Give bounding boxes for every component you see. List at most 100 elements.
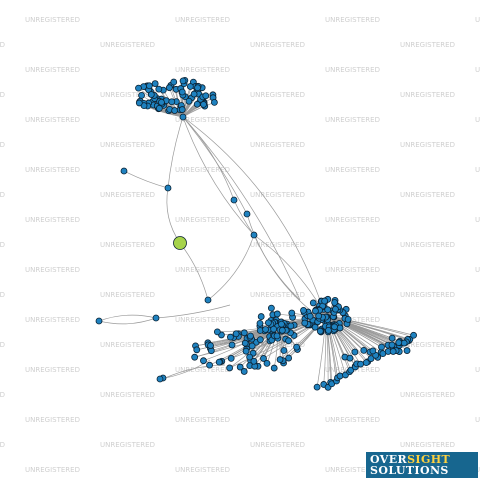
graph-edge	[98, 317, 157, 325]
watermark-text: UNREGISTERED	[100, 441, 155, 449]
graph-node	[336, 324, 344, 332]
graph-node	[194, 84, 201, 92]
graph-node	[207, 342, 214, 349]
graph-node	[206, 361, 213, 369]
graph-node	[262, 326, 269, 333]
watermark-text: UNREGISTERED	[25, 166, 80, 174]
graph-node	[211, 99, 218, 106]
graph-node	[179, 113, 187, 121]
watermark-text: UNREGISTERED	[175, 466, 230, 474]
watermark-text: UNREGISTERED	[250, 91, 305, 99]
graph-edge	[182, 116, 301, 301]
graph-node	[278, 320, 285, 328]
graph-node	[301, 319, 309, 327]
graph-node	[311, 323, 319, 331]
graph-node	[278, 326, 286, 334]
graph-node	[395, 339, 403, 346]
graph-node	[273, 332, 281, 340]
watermark-text: UNREGISTERED	[25, 366, 80, 374]
graph-node	[367, 355, 375, 362]
watermark-text: UNREGISTERED	[400, 91, 455, 99]
watermark-text: UNREGISTERED	[250, 141, 305, 149]
graph-node	[250, 357, 258, 365]
graph-node	[388, 334, 396, 342]
graph-node	[362, 359, 370, 367]
graph-node	[287, 322, 295, 330]
watermark-text: UNREGISTERED	[100, 191, 155, 199]
watermark-text: UNREGISTERED	[325, 316, 380, 324]
graph-node	[285, 354, 293, 362]
watermark-text: UNREGISTERED	[175, 316, 230, 324]
graph-node	[171, 107, 179, 114]
graph-node	[389, 348, 397, 355]
watermark-text: UNREGISTERED	[175, 416, 230, 424]
watermark-text: UNREGISTERED	[400, 291, 455, 299]
graph-node	[200, 357, 207, 365]
graph-node	[185, 97, 193, 105]
watermark-text: UNREGISTERED	[475, 366, 480, 374]
graph-node	[331, 299, 339, 306]
graph-node	[200, 101, 207, 108]
watermark-text: UNREGISTERED	[400, 141, 455, 149]
graph-node	[309, 299, 317, 307]
watermark-text: UNREGISTERED	[250, 391, 305, 399]
watermark-text: UNREGISTERED	[400, 41, 455, 49]
graph-node	[243, 210, 251, 218]
graph-node	[267, 304, 275, 312]
watermark-text: UNREGISTERED	[0, 341, 5, 349]
graph-node	[306, 312, 314, 320]
watermark-text: UNREGISTERED	[475, 416, 480, 424]
graph-edge	[233, 199, 255, 236]
watermark-text: UNREGISTERED	[250, 441, 305, 449]
graph-node	[135, 84, 142, 92]
watermark-text: UNREGISTERED	[475, 66, 480, 74]
graph-edge	[98, 314, 157, 322]
watermark-text: UNREGISTERED	[25, 466, 80, 474]
graph-node	[248, 342, 256, 350]
graph-node	[312, 307, 319, 315]
watermark-text: UNREGISTERED	[175, 116, 230, 124]
watermark-text: UNREGISTERED	[400, 391, 455, 399]
graph-node	[227, 333, 234, 341]
watermark-text: UNREGISTERED	[0, 241, 5, 249]
graph-node	[190, 90, 198, 98]
watermark-text: UNREGISTERED	[325, 116, 380, 124]
graph-node	[158, 98, 165, 106]
graph-node	[331, 323, 338, 331]
watermark-text: UNREGISTERED	[475, 266, 480, 274]
watermark-text: UNREGISTERED	[250, 291, 305, 299]
graph-node	[347, 366, 355, 374]
graph-node	[232, 330, 240, 338]
watermark-text: UNREGISTERED	[325, 266, 380, 274]
graph-node	[247, 332, 254, 340]
watermark-text: UNREGISTERED	[325, 166, 380, 174]
watermark-text: UNREGISTERED	[100, 241, 155, 249]
graph-node	[135, 99, 143, 107]
graph-node	[265, 319, 272, 327]
watermark-text: UNREGISTERED	[100, 141, 155, 149]
graph-node	[178, 88, 186, 96]
graph-edge	[167, 116, 184, 189]
graph-node	[369, 347, 377, 355]
graph-node	[351, 348, 359, 356]
watermark-layer: UNREGISTERED UNREGISTERED UNREGISTERED UNRE…	[0, 16, 480, 474]
graph-node	[257, 313, 265, 320]
watermark-text: UNREGISTERED	[325, 16, 380, 24]
graph-node	[241, 339, 249, 347]
watermark-text: UNREGISTERED	[25, 266, 80, 274]
watermark-text: UNREGISTERED	[100, 291, 155, 299]
graph-node	[410, 331, 417, 339]
watermark-text: UNREGISTERED	[475, 166, 480, 174]
graph-edge	[182, 116, 235, 201]
node-layer	[95, 76, 417, 391]
graph-node	[95, 317, 103, 325]
watermark-text: UNREGISTERED	[475, 16, 480, 24]
watermark-text: UNREGISTERED	[25, 66, 80, 74]
watermark-text: UNREGISTERED	[100, 391, 155, 399]
graph-node	[344, 315, 352, 323]
graph-node	[191, 353, 199, 361]
watermark-text: UNREGISTERED	[475, 216, 480, 224]
graph-node	[346, 354, 354, 362]
graph-node	[357, 360, 364, 368]
graph-node	[213, 328, 221, 336]
